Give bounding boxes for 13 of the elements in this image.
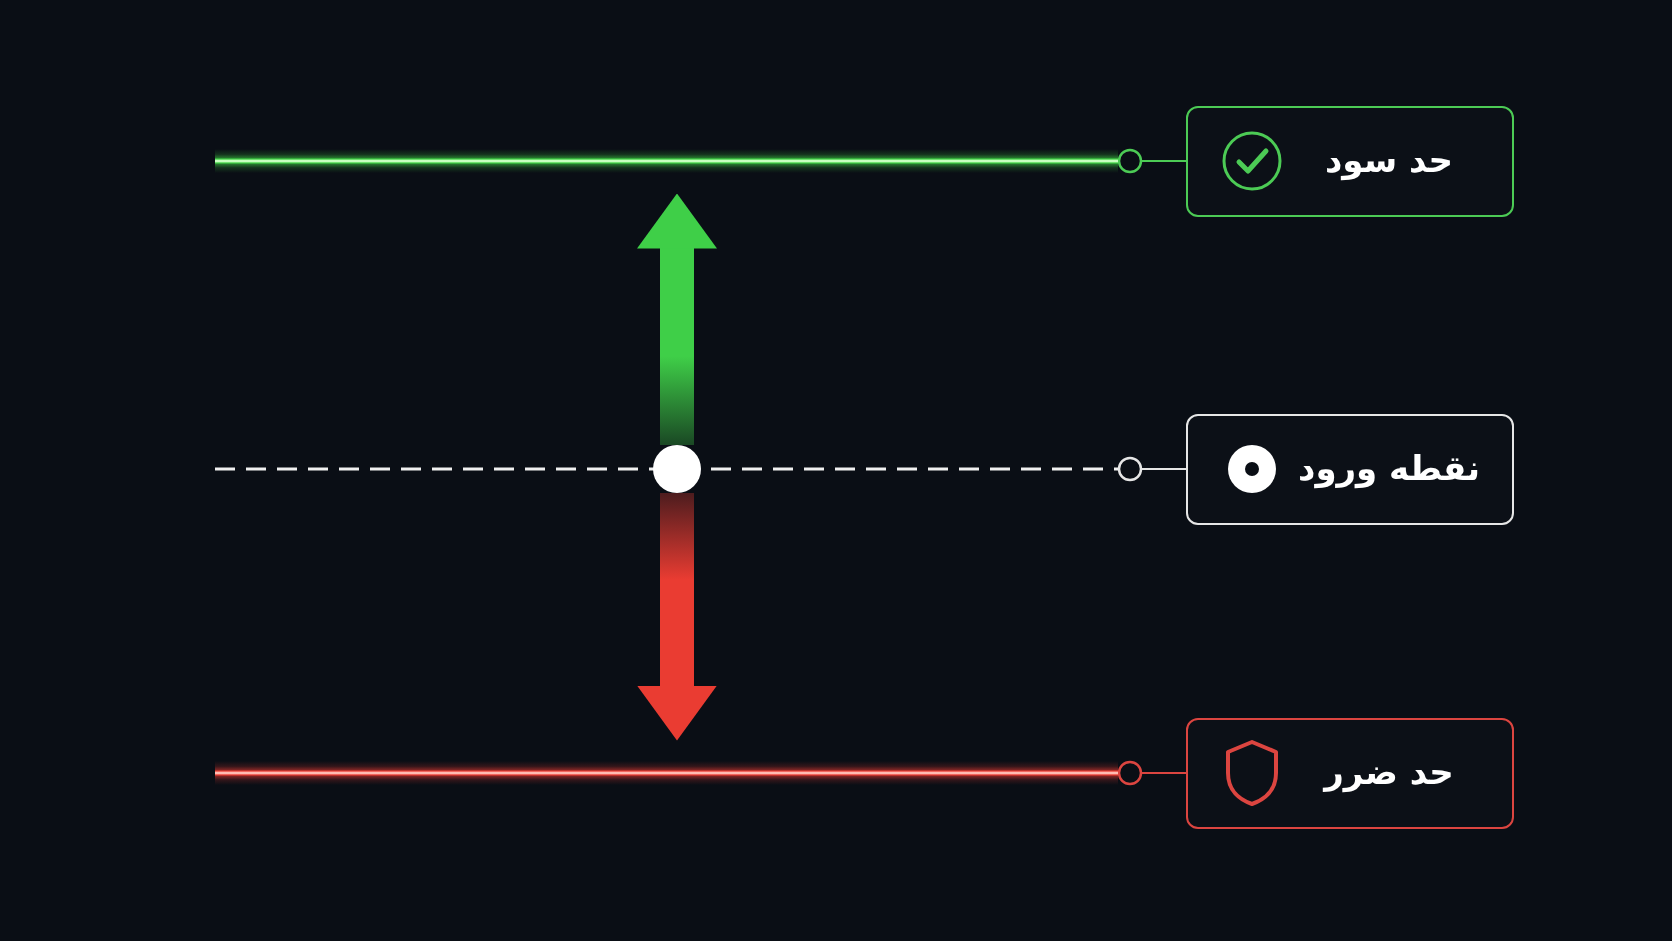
connector-line [1117, 760, 1187, 786]
dashed-line [215, 467, 1118, 471]
label-box [1186, 413, 1514, 525]
label-box [1186, 717, 1514, 829]
label-box [1186, 105, 1514, 217]
dot [653, 445, 701, 493]
label: حد ضرر [1324, 753, 1454, 793]
arrow [637, 193, 717, 445]
connector-line [1117, 456, 1187, 482]
connector-line [1117, 148, 1187, 174]
label: نقطه ورود [1297, 449, 1481, 489]
arrow [637, 493, 717, 741]
label: حد سود [1324, 141, 1454, 181]
